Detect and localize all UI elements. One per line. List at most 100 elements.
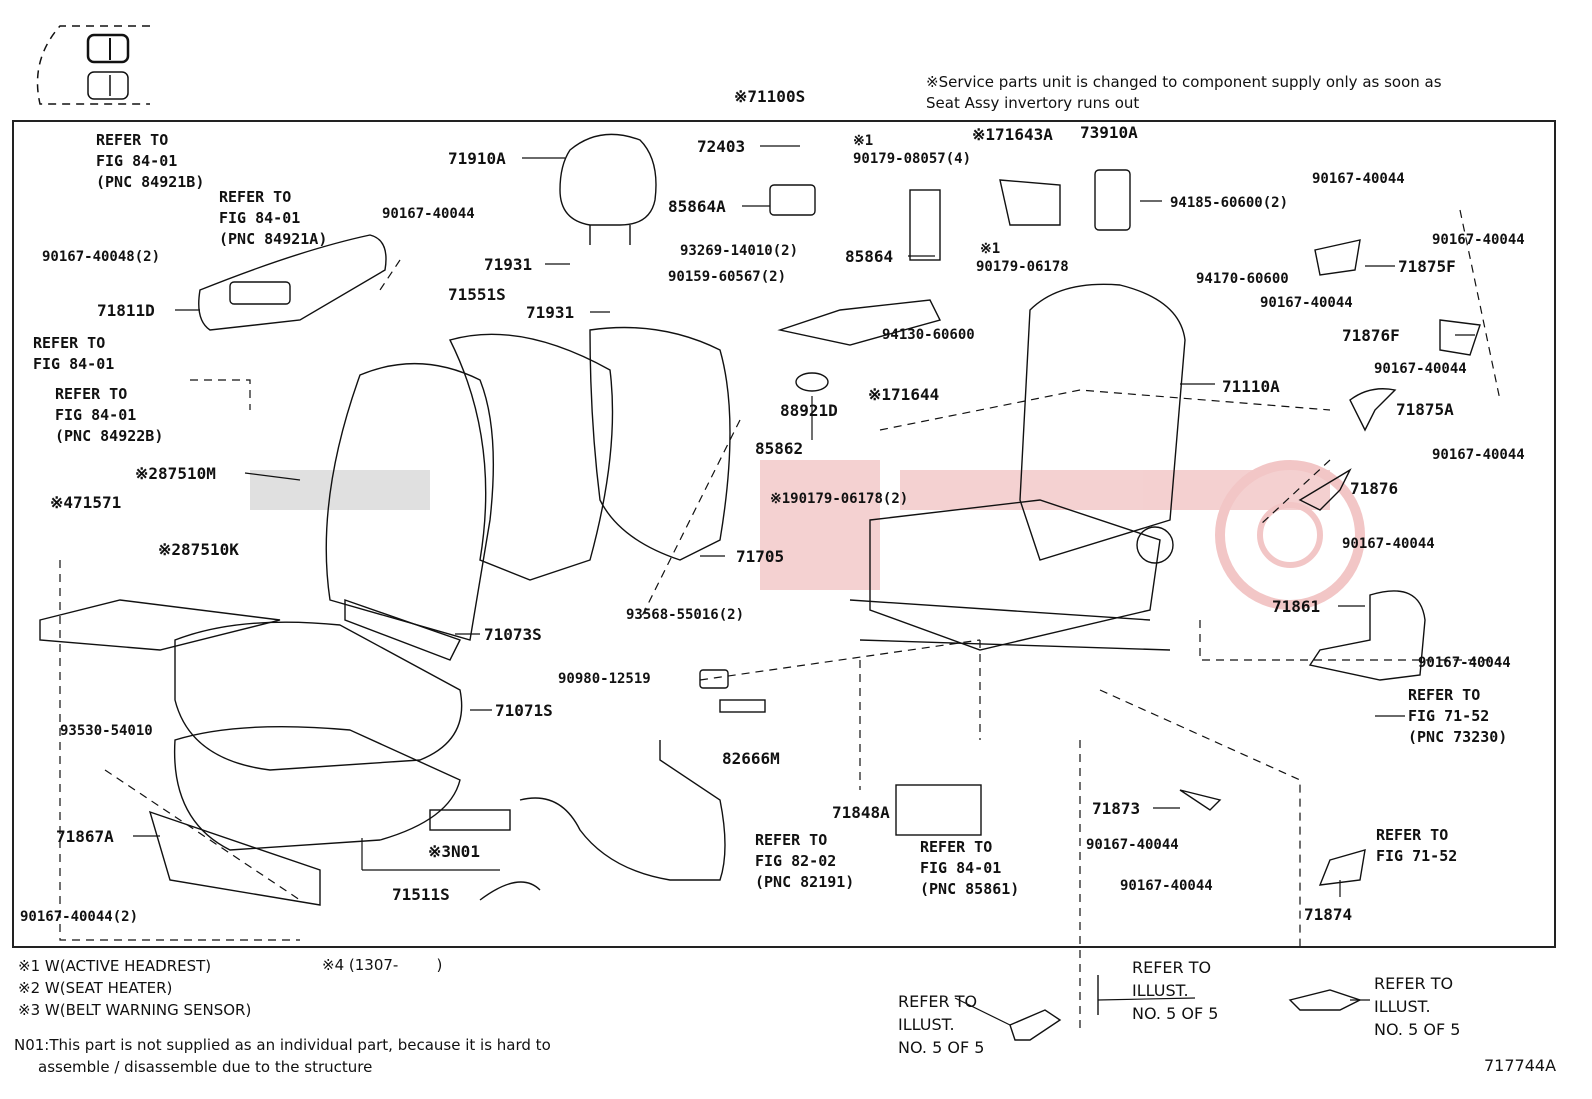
mark-1-b: ※1 [972,125,996,144]
mark-2-b: ※2 [158,540,182,559]
part-71644: 71644 [891,385,940,404]
seat-frame [849,283,1186,651]
part-90179-06178: 90179-06178 [976,259,1069,275]
part-71861: 71861 [1272,597,1321,616]
part-71571: 71571 [73,493,122,512]
legend-item-3: ※3 W(BELT WARNING SENSOR) [18,1001,252,1019]
part-71875A: 71875A [1396,400,1454,419]
part-71073S: 71073S [484,625,542,644]
part-71848A: 71848A [832,803,890,822]
part-90167-40044-c: 90167-40044 [1432,232,1525,248]
headrest-part [559,133,657,245]
part-N01: N01 [451,842,480,861]
headrest-adjuster [769,169,1131,392]
part-71511S: 71511S [392,885,450,904]
part-87510K: 87510K [181,540,239,559]
diagram-frame [12,120,1556,948]
part-85862: 85862 [755,439,804,458]
part-90179-08057: 90179-08057(4) [853,151,972,167]
mark-3: ※3 [428,842,452,861]
part-90179-06178-2: 90179-06178(2) [790,491,909,507]
part-71705: 71705 [736,547,785,566]
part-71867A: 71867A [56,827,114,846]
mark-1-a: ※1 [853,133,874,149]
watermark-logo [250,460,1365,610]
part-71873: 71873 [1092,799,1141,818]
dashed-leader-lines [59,209,1501,1030]
car-orientation-icon [36,25,150,105]
part-71643A: 71643A [995,125,1053,144]
part-85864: 85864 [845,247,894,266]
part-71551S: 71551S [448,285,506,304]
main-assembly-label: ※71100S [734,87,806,106]
part-71876F: 71876F [1342,326,1400,345]
part-94130-60600: 94130-60600 [882,327,975,343]
part-90167-40044-f: 90167-40044 [1432,447,1525,463]
part-71874: 71874 [1304,905,1353,924]
service-note: ※Service parts unit is changed to compon… [926,72,1442,114]
part-90167-40048: 90167-40048(2) [42,249,161,265]
mark-2-a: ※2 [135,464,159,483]
part-71071S: 71071S [495,701,553,720]
part-90980-12519: 90980-12519 [558,671,651,687]
part-90167-40044-e: 90167-40044 [1374,361,1467,377]
solid-leader-lines [133,145,1475,1026]
part-71875F: 71875F [1398,257,1456,276]
part-71931-a: 71931 [484,255,533,274]
part-90167-40044-h: 90167-40044 [1418,655,1511,671]
service-note-line-2: Seat Assy invertory runs out [926,94,1140,112]
diagram-id: 717744A [1484,1056,1557,1075]
part-85864A: 85864A [668,197,726,216]
part-90167-40044-d: 90167-40044 [1260,295,1353,311]
legend-item-1: ※1 W(ACTIVE HEADREST) [18,957,212,975]
part-71110A: 71110A [1222,377,1280,396]
part-90167-40044-g: 90167-40044 [1342,536,1435,552]
part-88921D: 88921D [780,401,838,420]
part-90159-60567: 90159-60567(2) [668,269,787,285]
part-90167-40044-j: 90167-40044 [1120,878,1213,894]
mark-1-d: ※1 [868,385,892,404]
side-cover [198,234,387,331]
seatback-cover [325,326,731,661]
legend-item-4: ※4 (1307- ) [322,956,443,974]
part-90167-40044-a: 90167-40044 [382,206,475,222]
refer-illust-parts [1009,975,1362,1041]
mark-1-c: ※1 [980,241,1001,257]
part-94185-60600: 94185-60600(2) [1170,195,1289,211]
seat-cushion [39,599,463,906]
part-90167-40044-i: 90167-40044 [1086,837,1179,853]
part-73910A: 73910A [1080,123,1138,142]
part-71876: 71876 [1350,479,1399,498]
part-87510M: 87510M [158,464,216,483]
part-71811D: 71811D [97,301,155,320]
part-93568-55016: 93568-55016(2) [626,607,745,623]
service-note-line-1: ※Service parts unit is changed to compon… [926,73,1442,91]
part-72403: 72403 [697,137,746,156]
footnote-N01: N01:This part is not supplied as an indi… [14,1036,551,1076]
right-side-trims [1179,239,1481,886]
part-90167-40044-b: 90167-40044 [1312,171,1405,187]
legend: ※1 W(ACTIVE HEADREST) ※2 W(SEAT HEATER) … [18,955,251,1021]
part-94170-60600: 94170-60600 [1196,271,1289,287]
part-93269-14010: 93269-14010(2) [680,243,799,259]
legend-item-2: ※2 W(SEAT HEATER) [18,979,173,997]
mark-4: ※4 [50,493,74,512]
part-93530-54010: 93530-54010 [60,723,153,739]
mark-1-e: ※1 [770,491,791,507]
part-71931-b: 71931 [526,303,575,322]
part-71910A: 71910A [448,149,506,168]
wire-harness [429,669,982,901]
part-90167-40044-2: 90167-40044(2) [20,909,139,925]
